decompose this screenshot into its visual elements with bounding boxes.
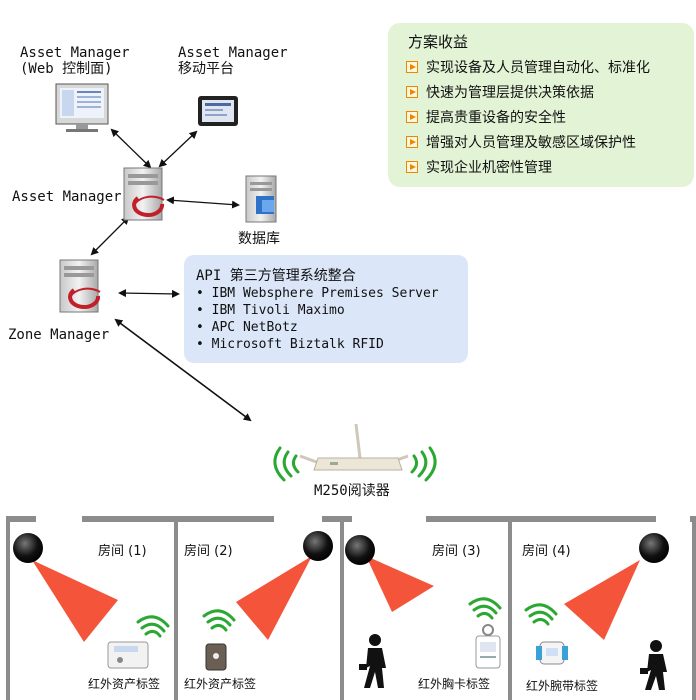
benefit-item-text: 提高贵重设备的安全性 xyxy=(426,110,566,126)
orange-play-bullet-icon xyxy=(406,111,418,123)
arrow-asset-to-db xyxy=(166,196,240,209)
benefit-item-text: 实现设备及人员管理自动化、标准化 xyxy=(426,60,650,76)
arrow-web-to-asset xyxy=(110,128,152,169)
ir-asset-tag-device-icon xyxy=(205,643,227,671)
benefit-item: 提高贵重设备的安全性 xyxy=(406,107,566,127)
benefits-title: 方案收益 xyxy=(408,33,469,51)
zone-manager-label: Zone Manager xyxy=(8,327,110,343)
web-console-label: Asset Manager (Web 控制面) xyxy=(20,45,130,77)
reader-signal-left-icon xyxy=(273,446,300,482)
benefit-item: 快速为管理层提供决策依据 xyxy=(406,82,594,102)
room-walls xyxy=(6,516,696,700)
reader-signal-right-icon xyxy=(410,446,437,482)
ir-beam-room-2 xyxy=(236,556,312,640)
web-console-monitor-icon xyxy=(55,83,109,132)
room-3-label: 房间 (3) xyxy=(432,544,481,559)
ir-beam-room-1 xyxy=(32,560,118,642)
arrow-asset-to-zone xyxy=(90,216,130,256)
api-item: • IBM Tivoli Maximo xyxy=(196,303,345,318)
orange-play-bullet-icon xyxy=(406,136,418,148)
reader-label: M250阅读器 xyxy=(314,483,390,499)
asset-manager-server-icon xyxy=(123,167,165,221)
signal-icon xyxy=(468,597,502,620)
ir-badge-tag-icon xyxy=(475,624,501,669)
benefit-item: 实现企业机密性管理 xyxy=(406,157,552,177)
benefit-item: 实现设备及人员管理自动化、标准化 xyxy=(406,57,650,77)
orange-play-bullet-icon xyxy=(406,161,418,173)
ir-asset-tag-device-icon xyxy=(107,641,149,669)
walking-person-icon xyxy=(640,640,667,690)
arrow-zone-to-reader xyxy=(114,318,252,422)
asset-manager-label: Asset Manager xyxy=(12,189,122,205)
benefit-item-text: 实现企业机密性管理 xyxy=(426,160,552,176)
arrow-mobile-to-asset xyxy=(158,130,198,168)
room-2-label: 房间 (2) xyxy=(184,544,233,559)
benefit-item-text: 增强对人员管理及敏感区域保护性 xyxy=(426,135,636,151)
benefits-panel: 方案收益 实现设备及人员管理自动化、标准化 快速为管理层提供决策依据 提高贵重设… xyxy=(388,23,694,187)
zone-manager-server-icon xyxy=(59,259,101,313)
ir-sensor-room-1 xyxy=(13,533,43,563)
database-label: 数据库 xyxy=(238,231,280,247)
benefit-item: 增强对人员管理及敏感区域保护性 xyxy=(406,132,636,152)
ir-sensor-room-2 xyxy=(303,531,333,561)
signal-icon xyxy=(202,609,236,632)
mobile-tablet-icon xyxy=(198,96,238,126)
room-1-label: 房间 (1) xyxy=(98,544,147,559)
ir-sensor-room-3 xyxy=(345,535,375,565)
room-3-tag-label: 红外胸卡标签 xyxy=(418,677,491,691)
signal-icon xyxy=(136,615,170,638)
m250-reader-icon xyxy=(299,423,409,471)
orange-play-bullet-icon xyxy=(406,61,418,73)
api-title: API 第三方管理系统整合 xyxy=(196,268,356,284)
room-1-tag-label: 红外资产标签 xyxy=(88,677,161,691)
database-server-icon xyxy=(245,175,277,223)
ir-beam-room-4 xyxy=(564,560,640,640)
api-item: • APC NetBotz xyxy=(196,320,298,335)
mobile-platform-label: Asset Manager 移动平台 xyxy=(178,45,288,77)
arrow-zone-to-api xyxy=(118,289,180,298)
api-item: • IBM Websphere Premises Server xyxy=(196,286,439,301)
signal-icon xyxy=(524,603,558,626)
ir-wristband-tag-icon xyxy=(536,641,568,665)
room-2-tag-label: 红外资产标签 xyxy=(184,677,257,691)
ir-beam-room-3 xyxy=(366,556,434,612)
room-4-tag-label: 红外腕带标签 xyxy=(526,679,599,693)
api-integration-panel: API 第三方管理系统整合 • IBM Websphere Premises S… xyxy=(184,255,468,363)
orange-play-bullet-icon xyxy=(406,86,418,98)
room-4-label: 房间 (4) xyxy=(522,544,571,559)
api-item: • Microsoft Biztalk RFID xyxy=(196,337,384,352)
walking-person-icon xyxy=(359,634,386,688)
ir-sensor-room-4 xyxy=(639,533,669,563)
benefit-item-text: 快速为管理层提供决策依据 xyxy=(426,85,594,101)
